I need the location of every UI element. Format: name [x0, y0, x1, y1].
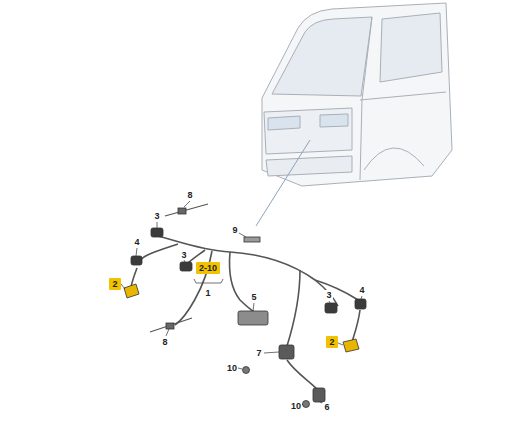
- callout-number: 8: [161, 337, 168, 347]
- callout-number: 9: [231, 225, 238, 235]
- callout-number: 7: [255, 348, 262, 358]
- callout-number: 2: [112, 279, 117, 289]
- callout-number: 2-10: [199, 263, 217, 273]
- callout-number: 4: [133, 237, 140, 247]
- pointer-line: [256, 140, 310, 226]
- parts: [124, 204, 366, 408]
- callout-box: 2: [109, 278, 120, 290]
- callout-number: 3: [153, 211, 160, 221]
- callout-number: 8: [186, 190, 193, 200]
- callout-number: 6: [323, 402, 330, 412]
- leader-lines: [121, 201, 362, 405]
- callout-number: 1: [204, 288, 211, 298]
- callout-number: 3: [180, 250, 187, 260]
- van: [262, 3, 452, 186]
- callout-box: 2-10: [196, 262, 220, 274]
- callout-number: 10: [226, 363, 238, 373]
- callout-number: 5: [250, 292, 257, 302]
- callout-number: 3: [325, 290, 332, 300]
- callout-number: 2: [329, 337, 334, 347]
- callout-number: 4: [358, 285, 365, 295]
- callout-box: 2: [326, 336, 337, 348]
- callout-number: 10: [290, 401, 302, 411]
- wiring-harness: [131, 236, 360, 390]
